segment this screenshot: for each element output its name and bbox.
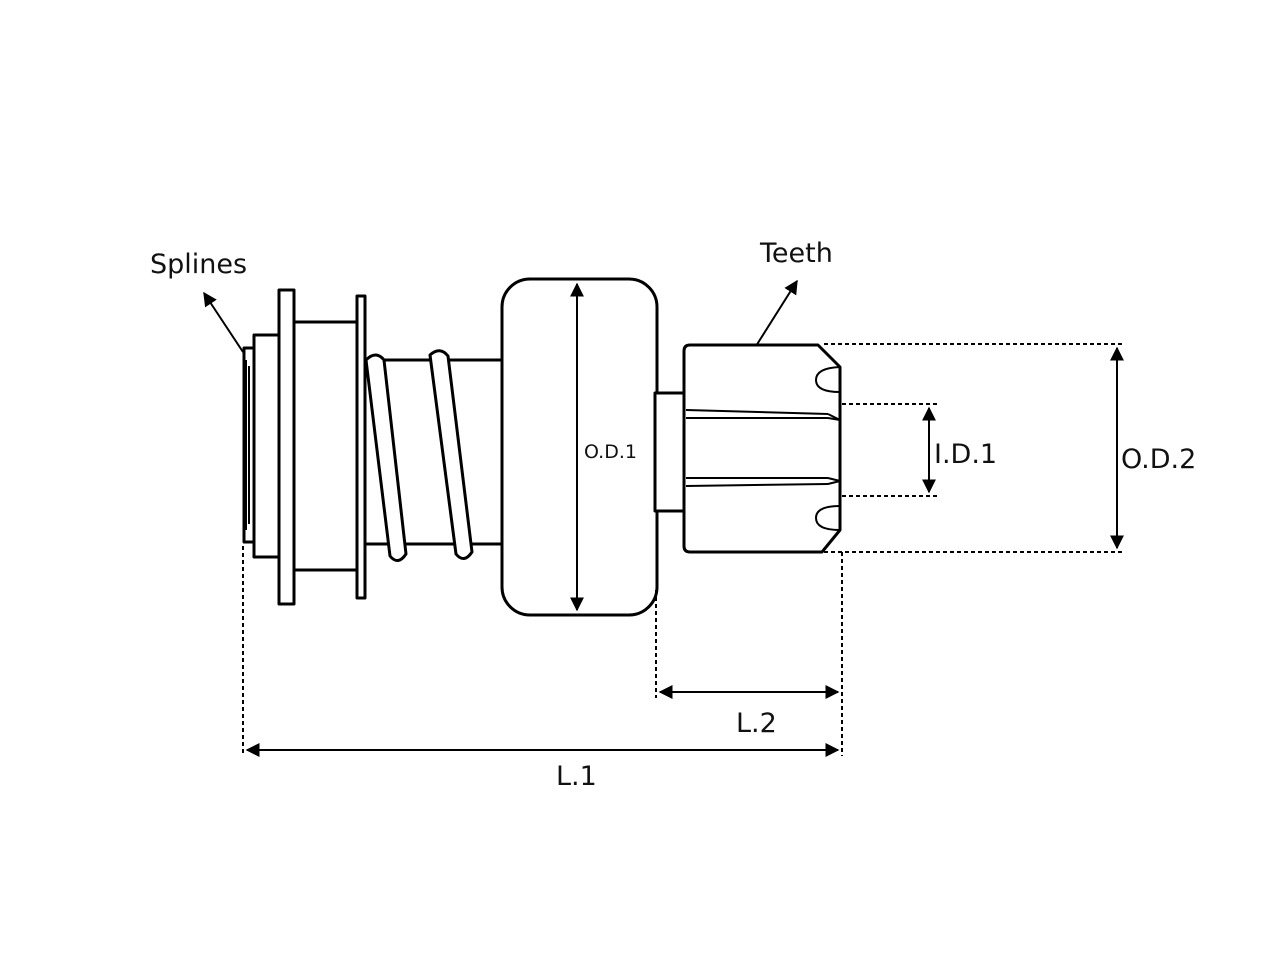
- pinion-shaft: [653, 391, 689, 513]
- teeth-label: Teeth: [759, 238, 833, 269]
- pinion-gear: [682, 343, 842, 554]
- teeth-leader: [755, 279, 798, 347]
- id1-label: I.D.1: [934, 439, 997, 470]
- od1-label: O.D.1: [584, 441, 637, 463]
- splines-leader: [203, 291, 244, 353]
- od2-label: O.D.2: [1121, 444, 1196, 475]
- spring-coils: [364, 349, 474, 562]
- extension-lines: [242, 343, 1124, 756]
- splines-label: Splines: [150, 249, 247, 280]
- clutch-collar: [277, 288, 367, 606]
- l1-label: L.1: [556, 761, 597, 792]
- spring-barrel: [363, 349, 507, 562]
- l2-label: L.2: [736, 708, 777, 739]
